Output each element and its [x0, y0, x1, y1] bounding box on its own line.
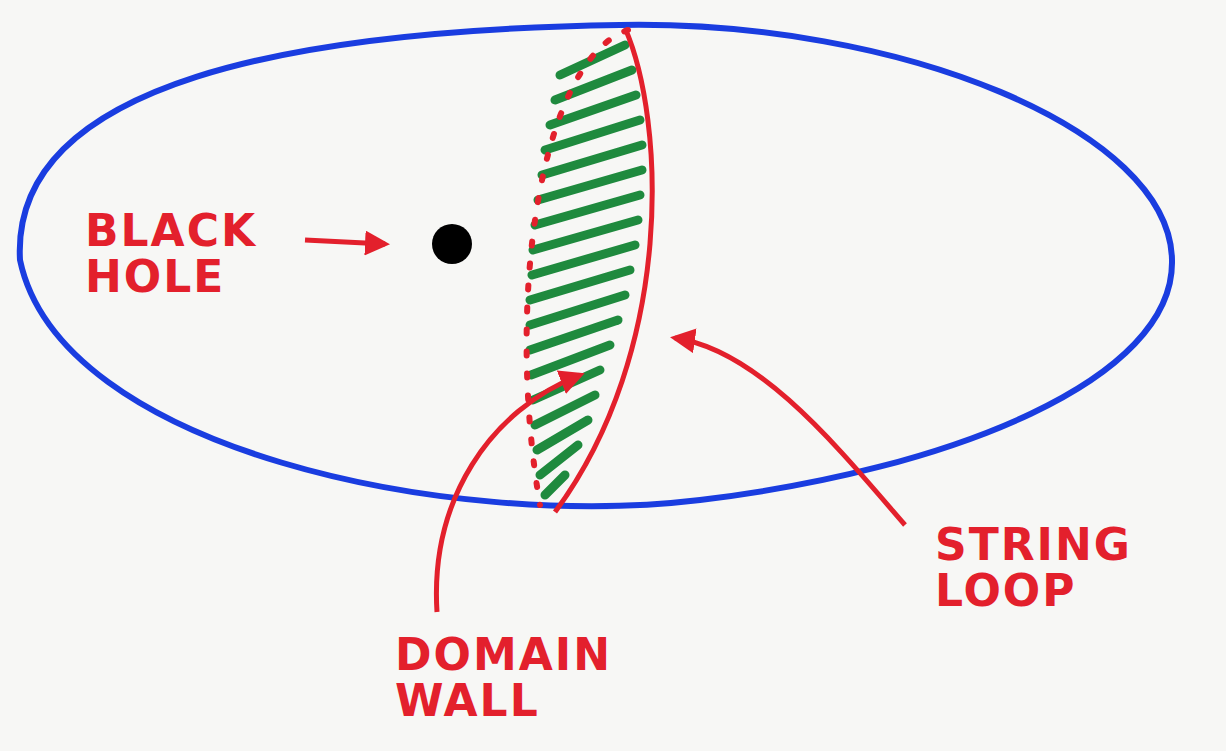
string-loop: [555, 28, 652, 512]
domain-wall-hatch: [530, 45, 642, 495]
callout-label: DOMAIN WALL: [395, 632, 612, 724]
leader-arrow: [675, 338, 905, 525]
region-outline: [20, 25, 1172, 506]
leader-arrow: [436, 375, 580, 612]
callout-label: BLACK HOLE: [85, 208, 257, 300]
black-hole-dot: [432, 224, 472, 264]
callout-label: STRING LOOP: [935, 522, 1132, 614]
string-loop-back: [527, 30, 628, 505]
leader-arrow: [305, 240, 385, 244]
